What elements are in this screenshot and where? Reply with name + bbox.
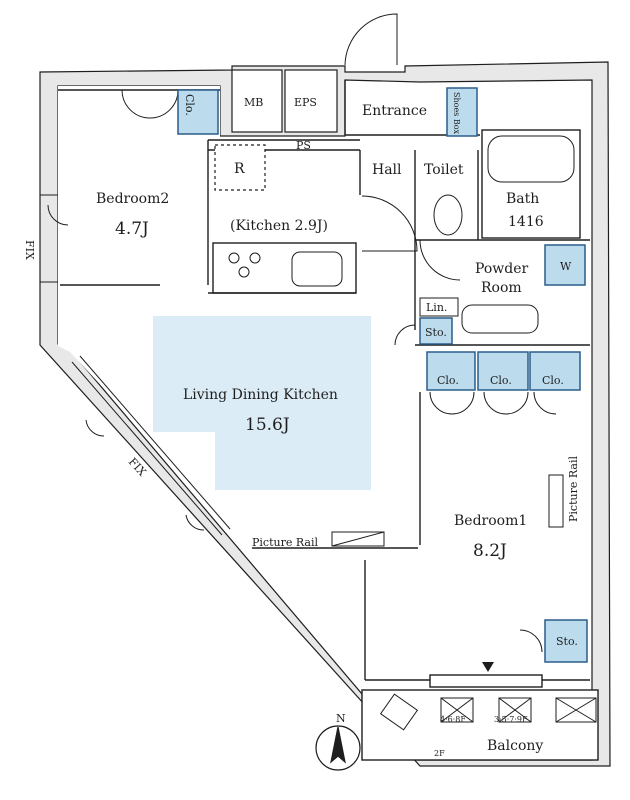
washbasin-icon — [461, 304, 539, 334]
picture-rail-lines — [331, 474, 564, 547]
label-closet-a: Clo. — [437, 374, 459, 387]
room-label-entrance: Entrance — [362, 103, 427, 119]
room-label-kitchen: (Kitchen 2.9J) — [230, 218, 328, 234]
sink-icon — [291, 251, 343, 287]
label-closet-b: Clo. — [490, 374, 512, 387]
room-label-hall: Hall — [372, 162, 402, 178]
storage-ldk — [419, 317, 453, 345]
closet-bedroom1-b — [477, 351, 529, 391]
ldk-highlight — [153, 316, 371, 490]
sanitary-fixtures — [433, 135, 575, 334]
closet-bedroom2 — [177, 89, 219, 135]
washer-area — [544, 244, 586, 286]
room-label-ldk: Living Dining Kitchen — [183, 387, 338, 403]
label-closet-bedroom2: Clo. — [183, 94, 196, 116]
label-floor-2f: 2F — [434, 749, 445, 758]
label-shoes-box: Shoes Box — [452, 92, 461, 135]
storage-bedroom1 — [544, 619, 588, 663]
label-north: N — [336, 712, 346, 725]
closet-bedroom1-a — [426, 351, 476, 391]
label-mb: MB — [244, 96, 263, 109]
room-label-bath: Bath — [506, 191, 539, 207]
kitchen-fixtures — [228, 251, 343, 287]
toilet-icon — [433, 194, 463, 236]
window-marker — [482, 662, 494, 672]
interior-walls — [58, 80, 599, 761]
closets — [177, 87, 588, 663]
label-picture-rail-bedroom1: Picture Rail — [567, 456, 580, 522]
diagonal-window — [40, 194, 231, 536]
label-refrigerator: R — [234, 161, 245, 177]
labels: Bedroom2 4.7J (Kitchen 2.9J) Living Dini… — [23, 92, 580, 758]
label-closet-c: Clo. — [542, 374, 564, 387]
label-storage-bedroom1: Sto. — [556, 635, 578, 648]
label-eps: EPS — [294, 96, 317, 109]
room-size-bedroom1: 8.2J — [473, 541, 507, 561]
room-label-balcony: Balcony — [487, 738, 543, 754]
north-arrow — [315, 725, 361, 771]
label-washer: W — [560, 260, 572, 273]
label-hatch-a: 4·6·8F — [440, 715, 466, 724]
label-linen: Lin. — [426, 301, 447, 314]
label-fix-bedroom2: FIX — [23, 240, 36, 260]
room-size-bath: 1416 — [508, 214, 544, 230]
room-size-ldk: 15.6J — [245, 415, 290, 435]
label-hatch-b: 3·5·7·9F — [494, 715, 528, 724]
bathtub-icon — [487, 135, 575, 183]
room-label-powder-1: Powder — [475, 261, 529, 277]
linen-closet — [419, 297, 459, 317]
room-label-toilet: Toilet — [424, 162, 464, 178]
room-size-bedroom2: 4.7J — [115, 219, 149, 239]
room-label-bedroom2: Bedroom2 — [96, 191, 169, 207]
closet-bedroom1-c — [529, 351, 581, 391]
balcony-hatches — [379, 693, 597, 731]
shoes-box — [446, 87, 478, 137]
label-picture-rail-ldk: Picture Rail — [252, 536, 318, 549]
room-label-powder-2: Room — [481, 280, 522, 296]
stove-icon — [228, 252, 261, 278]
label-storage-ldk: Sto. — [425, 326, 447, 339]
utility-shafts — [214, 69, 338, 191]
label-ps: PS — [296, 139, 311, 152]
doors — [47, 13, 557, 653]
room-label-bedroom1: Bedroom1 — [454, 513, 527, 529]
